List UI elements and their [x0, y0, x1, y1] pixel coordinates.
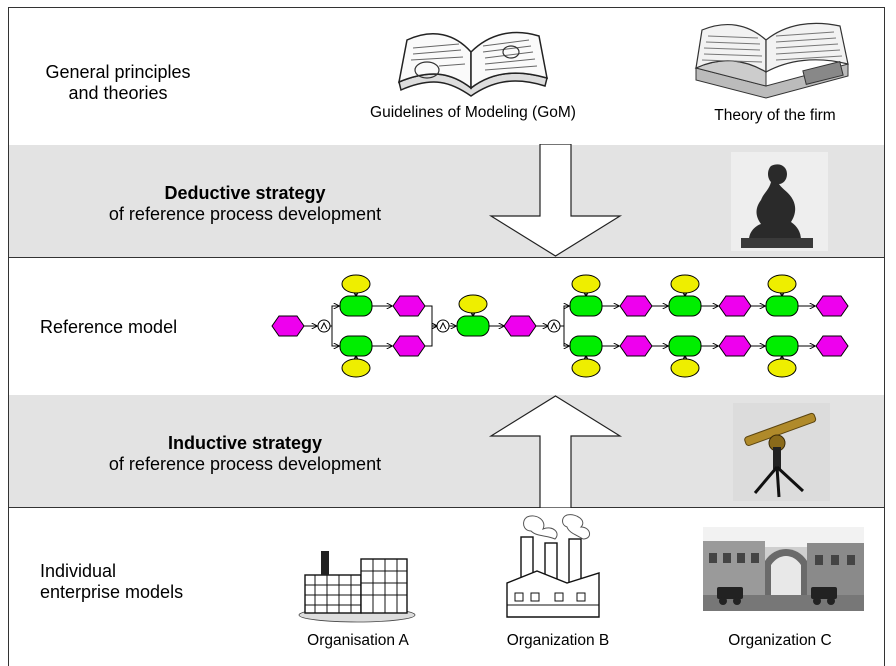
event-shape [392, 335, 426, 357]
factory-building-icon [298, 551, 416, 623]
event-shape [718, 295, 752, 317]
deductive-strategy-text: Deductive strategy of reference process … [70, 183, 420, 225]
event-shape [619, 335, 653, 357]
org-unit-shape [670, 358, 700, 378]
reference-process-diagram [271, 274, 849, 378]
deductive-down-arrow [488, 144, 623, 257]
function-shape [339, 335, 373, 357]
event-shape [718, 335, 752, 357]
event-shape [619, 295, 653, 317]
function-shape [569, 295, 603, 317]
event-shape [815, 295, 849, 317]
theories-label: General principles and theories [45, 62, 191, 103]
inductive-subtitle: of reference process development [108, 454, 382, 474]
function-shape [456, 315, 490, 337]
inductive-up-arrow [488, 395, 623, 508]
and-connector [436, 319, 450, 333]
event-shape [815, 335, 849, 357]
org-c-caption: Organization C [728, 632, 832, 649]
function-shape [668, 335, 702, 357]
book-caption-gom: Guidelines of Modeling (GoM) [370, 104, 576, 121]
org-unit-shape [458, 294, 488, 314]
factory-photo-icon [703, 527, 864, 611]
and-connector [547, 319, 561, 333]
reference-model-label: Reference model [40, 317, 178, 337]
org-a-caption: Organisation A [307, 632, 409, 649]
deductive-title: Deductive strategy [164, 183, 326, 203]
org-unit-shape [341, 358, 371, 378]
open-book-icon [398, 31, 548, 97]
org-unit-shape [341, 274, 371, 294]
thick-book-icon [694, 22, 849, 99]
function-shape [668, 295, 702, 317]
thinker-statue-icon [731, 152, 828, 251]
org-unit-shape [571, 274, 601, 294]
smokestack-factory-icon [506, 514, 600, 618]
org-unit-shape [571, 358, 601, 378]
function-shape [339, 295, 373, 317]
inductive-title: Inductive strategy [167, 433, 323, 453]
surveying-instrument-icon [733, 403, 830, 501]
event-shape [271, 315, 305, 337]
inductive-strategy-text: Inductive strategy of reference process … [70, 433, 420, 475]
enterprise-models-label: Individual enterprise models [40, 561, 184, 602]
function-shape [765, 335, 799, 357]
function-shape [569, 335, 603, 357]
org-b-caption: Organization B [506, 632, 610, 649]
org-unit-shape [767, 358, 797, 378]
org-unit-shape [670, 274, 700, 294]
event-shape [503, 315, 537, 337]
event-shape [392, 295, 426, 317]
function-shape [765, 295, 799, 317]
deductive-subtitle: of reference process development [108, 204, 382, 224]
and-connector [317, 319, 331, 333]
book-caption-theory: Theory of the firm [714, 107, 836, 124]
org-unit-shape [767, 274, 797, 294]
